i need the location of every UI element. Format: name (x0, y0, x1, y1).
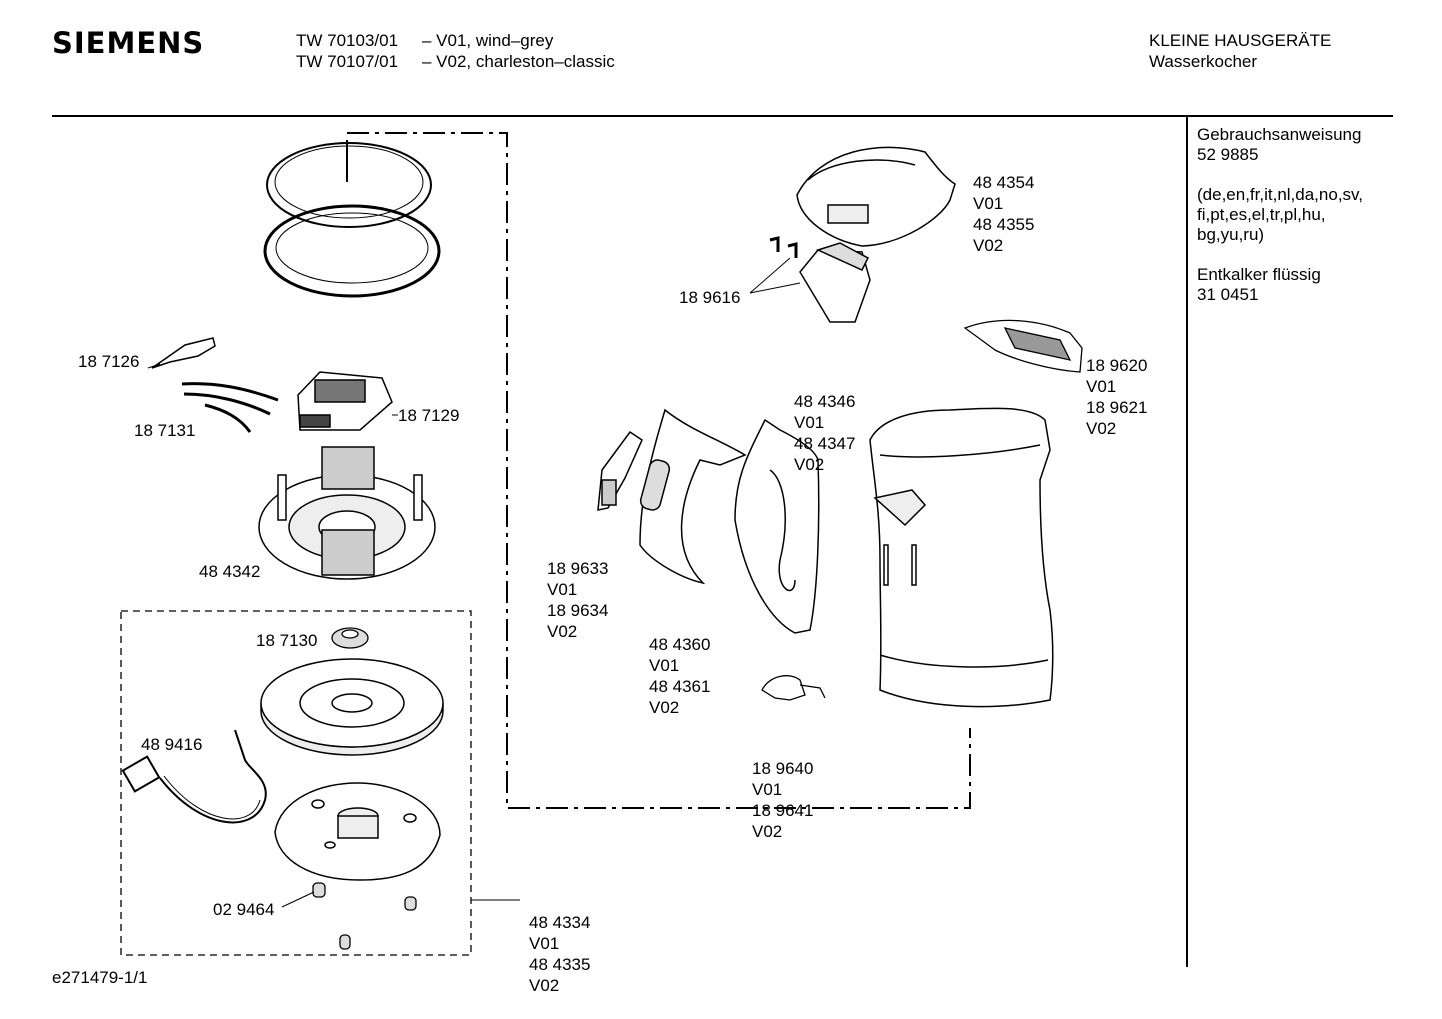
model-variant-2: – V02, charleston–classic (422, 52, 615, 71)
base-group-box (120, 610, 472, 956)
wires-187131 (181, 382, 279, 433)
siemens-logo: SIEMENS (52, 26, 205, 60)
document-id: e271479-1/1 (52, 968, 148, 987)
part-label-489416: 48 9416 (141, 735, 203, 754)
leader-lines (281, 891, 520, 908)
heating-plate-484342 (258, 446, 436, 580)
power-cord-489416 (121, 729, 267, 824)
gear-187130 (331, 627, 369, 649)
descaler-number: 31 0451 (1197, 285, 1259, 304)
feet-029464 (312, 882, 417, 950)
manual-number: 52 9885 (1197, 145, 1259, 164)
kettle-body (869, 407, 1054, 708)
descaler-title: Entkalker flüssig (1197, 265, 1321, 284)
part-label-187130: 18 7130 (256, 631, 318, 650)
handle-outer-484360 (639, 408, 747, 585)
part-label-187129: 18 7129 (398, 406, 460, 425)
clip-187126 (151, 337, 216, 369)
part-label-484342: 48 4342 (199, 562, 261, 581)
handle-inner-484346 (734, 418, 820, 634)
lid-484354 (796, 146, 956, 247)
model-number-2: TW 70107/01 (296, 52, 399, 71)
latch-189616 (769, 236, 871, 323)
manual-languages-3: bg,yu,ru) (1197, 225, 1265, 244)
part-label-029464: 02 9464 (213, 900, 275, 919)
seal-rings (263, 140, 441, 298)
filter-189620 (963, 319, 1083, 373)
product-title: Wasserkocher (1149, 52, 1258, 71)
handle-grip-189633 (597, 430, 643, 511)
part-label-187126: 18 7126 (78, 352, 140, 371)
base-plate-484334 (274, 782, 441, 881)
base-disc (260, 658, 444, 756)
clip-189640 (761, 675, 826, 701)
part-label-189616: 18 9616 (679, 288, 741, 307)
sidebar-info: Gebrauchsanweisung 52 9885 (de,en,fr,it,… (1197, 125, 1363, 305)
manual-title: Gebrauchsanweisung (1197, 125, 1362, 144)
category-title: KLEINE HAUSGERÄTE (1149, 31, 1332, 50)
manual-languages-2: fi,pt,es,el,tr,pl,hu, (1197, 205, 1326, 224)
model-number-1: TW 70103/01 (296, 31, 399, 50)
part-label-187131: 18 7131 (134, 421, 196, 440)
manual-languages-1: (de,en,fr,it,nl,da,no,sv, (1197, 185, 1363, 204)
model-variant-1: – V01, wind–grey (422, 31, 554, 50)
assembly-outline (347, 132, 971, 809)
control-unit-187129 (297, 371, 393, 431)
